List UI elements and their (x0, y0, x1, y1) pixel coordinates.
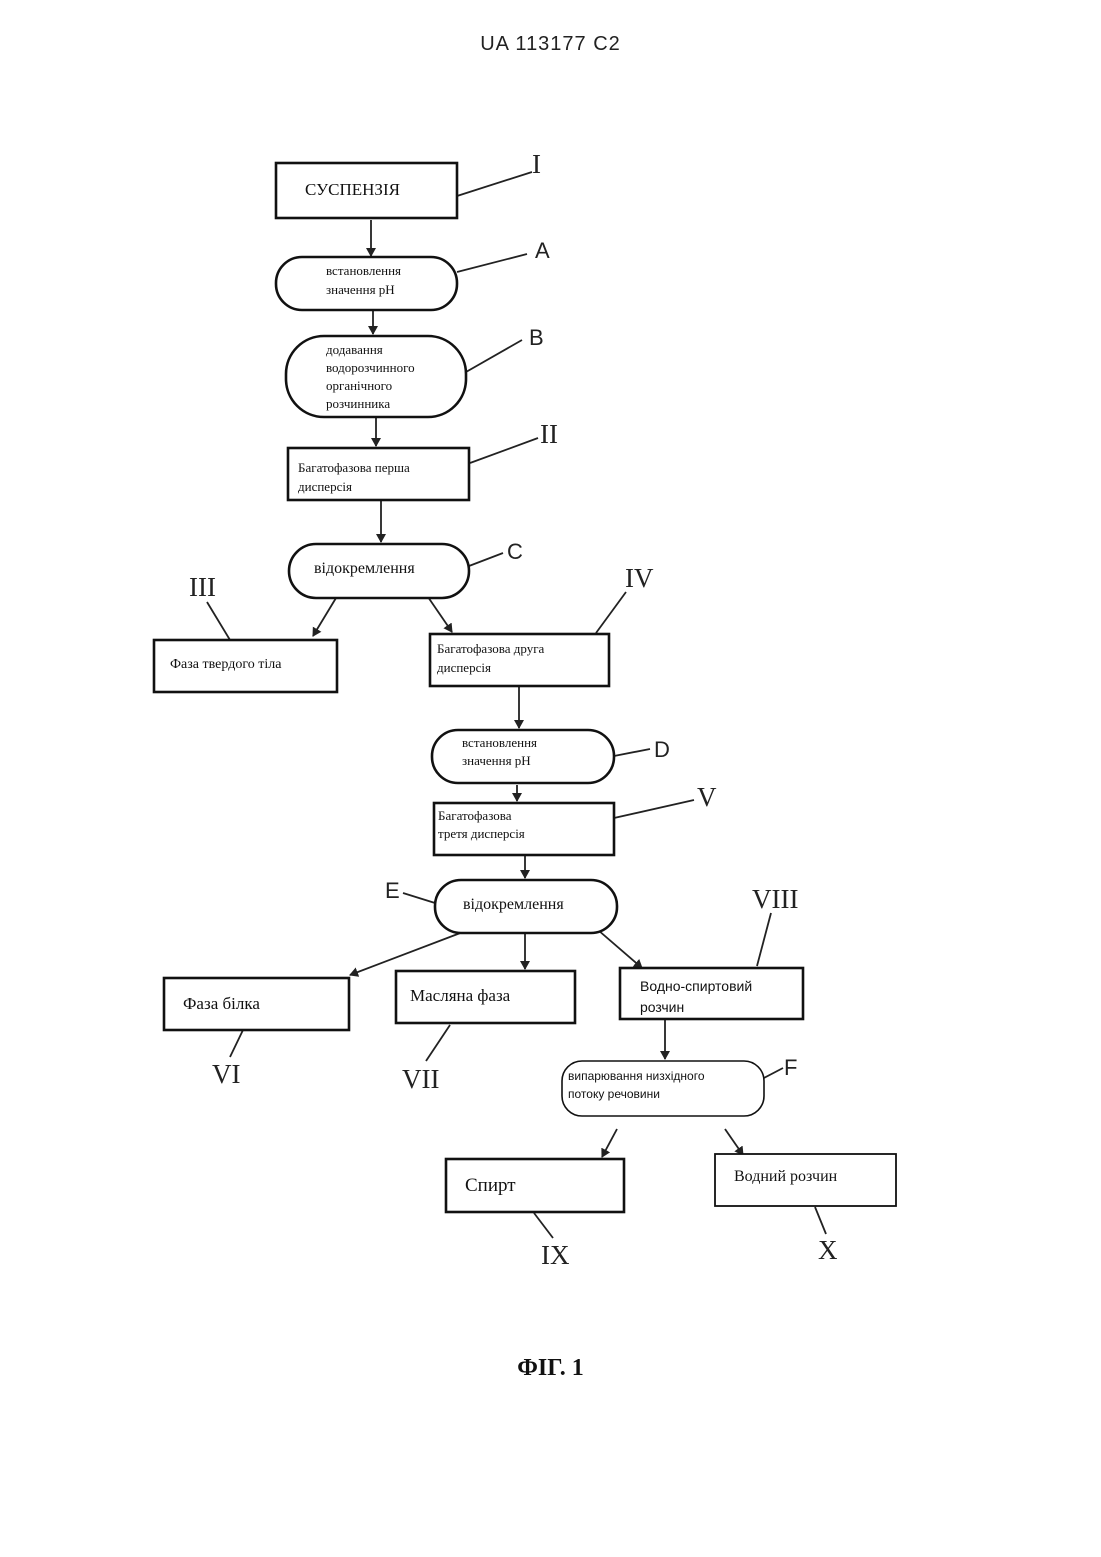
ref-label-IX: IX (541, 1240, 570, 1270)
arrow-separation-c-to-solid (313, 598, 336, 636)
arrow-separation-e-to-protein (350, 932, 463, 975)
ph-adjustment-a-line1: встановлення (326, 263, 401, 278)
leader-line-F (762, 1068, 783, 1079)
ref-label-VII: VII (402, 1064, 439, 1094)
third-dispersion-line2: третя дисперсія (438, 826, 525, 841)
leader-line-E (403, 893, 435, 903)
ref-label-VI: VI (212, 1059, 241, 1089)
leader-line-IV (596, 592, 626, 633)
add-solvent-line4: розчинника (326, 396, 390, 411)
arrow-evaporation-to-water (725, 1129, 743, 1155)
leader-line-A (457, 254, 527, 272)
third-dispersion-line1: Багатофазова (438, 808, 512, 823)
ref-label-IV: IV (625, 563, 654, 593)
ref-label-C: C (507, 539, 523, 564)
first-dispersion-line1: Багатофазова перша (298, 460, 410, 475)
oil-phase-label: Масляна фаза (410, 986, 511, 1005)
ref-label-A: A (535, 238, 550, 263)
ref-label-V: V (697, 782, 717, 812)
ref-label-D: D (654, 737, 670, 762)
add-solvent-line3: органічного (326, 378, 392, 393)
hydroalcoholic-solution-line1: Водно-спиртовий (640, 978, 752, 994)
hydroalcoholic-solution-line2: розчин (640, 999, 684, 1015)
alcohol-label: Спирт (465, 1175, 516, 1196)
separation-e-label: відокремлення (463, 896, 564, 913)
aqueous-solution-label: Водний розчин (734, 1168, 838, 1185)
evaporation-line2: потоку речовини (568, 1087, 660, 1101)
leader-line-VI (230, 1030, 243, 1057)
ref-label-B: B (529, 325, 544, 350)
add-solvent-line2: водорозчинного (326, 360, 415, 375)
separation-c-label: відокремлення (314, 560, 415, 577)
ref-label-II: II (540, 419, 558, 449)
leader-line-II (470, 438, 538, 463)
leader-line-IX (534, 1213, 553, 1238)
leader-line-X (815, 1207, 826, 1234)
leader-line-VIII (757, 913, 771, 966)
arrow-evaporation-to-alcohol (602, 1129, 617, 1157)
add-solvent-line1: додавання (326, 342, 383, 357)
ref-label-E: E (385, 878, 400, 903)
ref-label-F: F (784, 1055, 797, 1080)
suspension-label: СУСПЕНЗІЯ (305, 180, 400, 199)
leader-line-B (466, 340, 522, 372)
leader-line-I (457, 172, 532, 196)
ph-adjustment-a-line2: значення pH (326, 282, 395, 297)
second-dispersion-line2: дисперсія (437, 660, 491, 675)
leader-line-III (207, 602, 230, 640)
ref-label-I: I (532, 149, 541, 179)
leader-line-VII (426, 1025, 450, 1061)
ref-label-VIII: VIII (752, 884, 798, 914)
leader-line-D (614, 749, 650, 756)
leader-line-C (469, 553, 503, 566)
protein-phase-label: Фаза білка (183, 994, 260, 1013)
first-dispersion-line2: дисперсія (298, 479, 352, 494)
ph-adjustment-d-line1: встановлення (462, 735, 537, 750)
arrow-separation-e-to-hydroalcoholic (598, 930, 642, 968)
arrow-separation-c-to-dispersion2 (428, 597, 452, 632)
leader-line-V (614, 800, 694, 818)
figure-caption: ФІГ. 1 (0, 1355, 1101, 1382)
ref-label-X: X (818, 1235, 838, 1265)
ref-label-III: III (189, 572, 216, 602)
ph-adjustment-d-line2: значення pH (462, 753, 531, 768)
second-dispersion-line1: Багатофазова друга (437, 641, 545, 656)
solid-phase-label: Фаза твердого тіла (170, 657, 282, 672)
evaporation-line1: випарювання низхідного (568, 1069, 705, 1083)
